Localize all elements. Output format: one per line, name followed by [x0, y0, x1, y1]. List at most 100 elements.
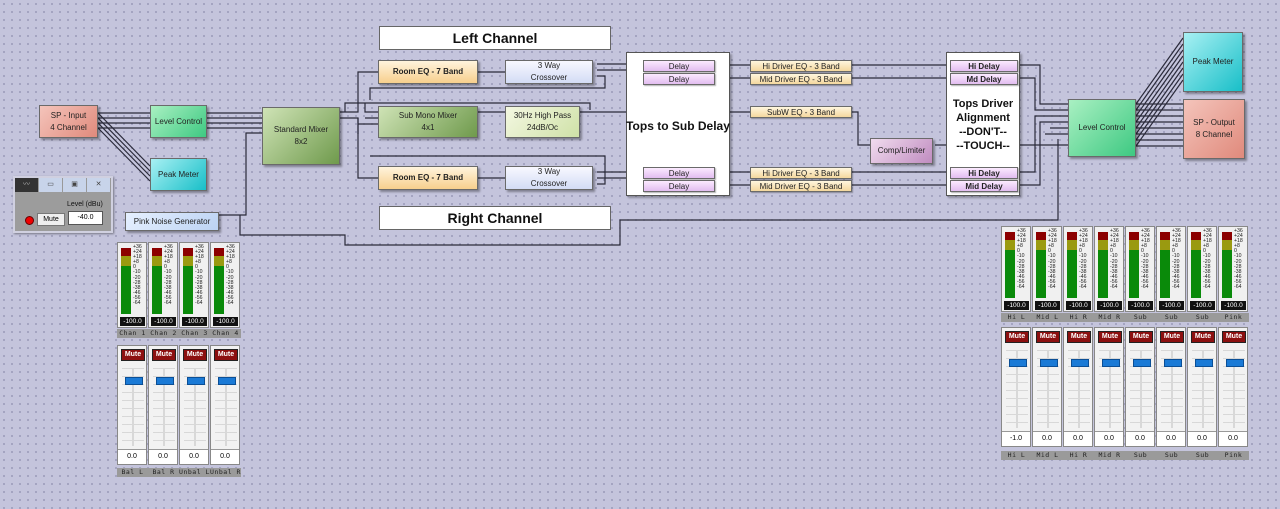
- hi-delay-left[interactable]: Hi Delay: [950, 60, 1018, 72]
- fader-track[interactable]: [1016, 350, 1018, 428]
- close-button[interactable]: ✕: [87, 178, 111, 192]
- mute-button[interactable]: Mute: [1005, 331, 1029, 343]
- meter-readout: -100.0: [1221, 301, 1246, 310]
- fader-thumb[interactable]: [1226, 358, 1244, 367]
- sp-output-block[interactable]: SP - Output 8 Channel: [1183, 99, 1245, 159]
- room-eq-right-block[interactable]: Room EQ - 7 Band: [378, 166, 478, 190]
- md-delay-left[interactable]: Md Delay: [950, 73, 1018, 85]
- meter-channel-label: Sub: [1156, 313, 1187, 322]
- maximize-button[interactable]: ▣: [63, 178, 87, 192]
- level-control-output-block[interactable]: Level Control: [1068, 99, 1136, 157]
- mute-button[interactable]: Mute: [1098, 331, 1122, 343]
- fader-thumb[interactable]: [1102, 358, 1120, 367]
- fader-track[interactable]: [1078, 350, 1080, 428]
- room-eq-left-block[interactable]: Room EQ - 7 Band: [378, 60, 478, 84]
- minimize-button[interactable]: ▭: [39, 178, 63, 192]
- mute-button[interactable]: Mute: [1160, 331, 1184, 343]
- fader-thumb[interactable]: [1164, 358, 1182, 367]
- peak-meter-input-block[interactable]: Peak Meter: [150, 158, 207, 191]
- fader-value[interactable]: 0.0: [1219, 431, 1247, 446]
- mute-button[interactable]: Mute: [1222, 331, 1246, 343]
- mute-button[interactable]: Mute: [214, 349, 238, 361]
- meter-warn-zone: [1098, 240, 1108, 250]
- delay-right-mid[interactable]: Delay: [643, 180, 715, 192]
- delay-left-hi[interactable]: Delay: [643, 60, 715, 72]
- sub-mono-mixer-block[interactable]: Sub Mono Mixer 4x1: [378, 106, 478, 138]
- mid-delay-right[interactable]: Mid Delay: [950, 180, 1018, 192]
- meter-readout: -100.0: [213, 317, 238, 326]
- comp-limiter-block[interactable]: Comp/Limiter: [870, 138, 933, 164]
- fader-thumb[interactable]: [156, 376, 174, 385]
- pink-mute-button[interactable]: Mute: [37, 213, 65, 226]
- mid-driver-eq-right[interactable]: Mid Driver EQ - 3 Band: [750, 180, 852, 192]
- meter-bar: [1160, 232, 1170, 298]
- hi-driver-eq-right[interactable]: Hi Driver EQ - 3 Band: [750, 167, 852, 179]
- fader-track[interactable]: [1109, 350, 1111, 428]
- fader-thumb[interactable]: [1009, 359, 1027, 368]
- meter-warn-zone: [1191, 240, 1201, 250]
- high-pass-filter-block[interactable]: 30Hz High Pass 24dB/Oc: [505, 106, 580, 138]
- crossover-left-block[interactable]: 3 Way Crossover: [505, 60, 593, 84]
- fader-strip: Mute 0.0: [179, 345, 209, 465]
- crossover-right-block[interactable]: 3 Way Crossover: [505, 166, 593, 190]
- fader-value[interactable]: -1.0: [1002, 431, 1030, 446]
- fader-thumb[interactable]: [1040, 358, 1058, 367]
- fader-track[interactable]: [1171, 350, 1173, 428]
- meter-readout: -100.0: [1004, 301, 1029, 310]
- hi-delay-right[interactable]: Hi Delay: [950, 167, 1018, 179]
- level-input[interactable]: -40.0: [68, 211, 103, 225]
- mute-button[interactable]: Mute: [121, 349, 145, 361]
- fader-thumb[interactable]: [218, 376, 236, 385]
- mute-button[interactable]: Mute: [1191, 331, 1215, 343]
- hi-driver-eq-left[interactable]: Hi Driver EQ - 3 Band: [750, 60, 852, 72]
- delay-right-hi[interactable]: Delay: [643, 167, 715, 179]
- fader-value[interactable]: 0.0: [1095, 431, 1123, 446]
- fader-thumb[interactable]: [1071, 358, 1089, 367]
- mute-button[interactable]: Mute: [1036, 331, 1060, 343]
- fader-value[interactable]: 0.0: [149, 449, 177, 464]
- fader-track[interactable]: [1140, 350, 1142, 428]
- fader-value[interactable]: 0.0: [1188, 431, 1216, 446]
- meter-warn-zone: [1160, 240, 1170, 250]
- fader-thumb[interactable]: [1195, 358, 1213, 367]
- fader-value[interactable]: 0.0: [118, 449, 146, 464]
- fader-value[interactable]: 0.0: [211, 449, 239, 464]
- mid-driver-eq-left[interactable]: Mid Driver EQ - 3 Band: [750, 73, 852, 85]
- fader-value[interactable]: 0.0: [1033, 431, 1061, 446]
- delay-left-mid[interactable]: Delay: [643, 73, 715, 85]
- sp-input-block[interactable]: SP - Input 4 Channel: [39, 105, 98, 138]
- pink-noise-control-window: 〰 ▭ ▣ ✕ Mute Level (dBu) -40.0: [13, 176, 113, 233]
- fader-track[interactable]: [1202, 350, 1204, 428]
- subw-eq-block[interactable]: SubW EQ - 3 Band: [750, 106, 852, 118]
- pink-noise-generator-block[interactable]: Pink Noise Generator: [125, 212, 219, 231]
- meter-readout: -100.0: [1035, 301, 1060, 310]
- fader-track[interactable]: [1047, 350, 1049, 428]
- fader-strip: Mute 0.0: [1187, 327, 1217, 447]
- standard-mixer-block[interactable]: Standard Mixer 8x2: [262, 107, 340, 165]
- fader-track[interactable]: [194, 368, 196, 446]
- fader-value[interactable]: 0.0: [1157, 431, 1185, 446]
- fader-thumb[interactable]: [187, 376, 205, 385]
- level-control-input-block[interactable]: Level Control: [150, 105, 207, 138]
- mute-button[interactable]: Mute: [1067, 331, 1091, 343]
- fader-track[interactable]: [1233, 350, 1235, 428]
- fader-channel-label: Unbal L: [179, 468, 210, 477]
- fader-value[interactable]: 0.0: [180, 449, 208, 464]
- meter-bar: [1005, 232, 1015, 298]
- mute-button[interactable]: Mute: [1129, 331, 1153, 343]
- fader-track[interactable]: [132, 368, 134, 446]
- mute-button[interactable]: Mute: [152, 349, 176, 361]
- peak-meter-output-block[interactable]: Peak Meter: [1183, 32, 1243, 92]
- fader-value[interactable]: 0.0: [1064, 431, 1092, 446]
- fader-track[interactable]: [163, 368, 165, 446]
- fader-thumb[interactable]: [1133, 358, 1151, 367]
- mute-button[interactable]: Mute: [183, 349, 207, 361]
- meter-bar: [1129, 232, 1139, 298]
- fader-channel-label: Sub: [1125, 451, 1156, 460]
- meter-readout: -100.0: [120, 317, 145, 326]
- fader-track[interactable]: [225, 368, 227, 446]
- meter-channel-label: Mid L: [1032, 313, 1063, 322]
- meter-channel-label: Chan 3: [179, 329, 210, 338]
- fader-thumb[interactable]: [125, 376, 143, 385]
- fader-value[interactable]: 0.0: [1126, 431, 1154, 446]
